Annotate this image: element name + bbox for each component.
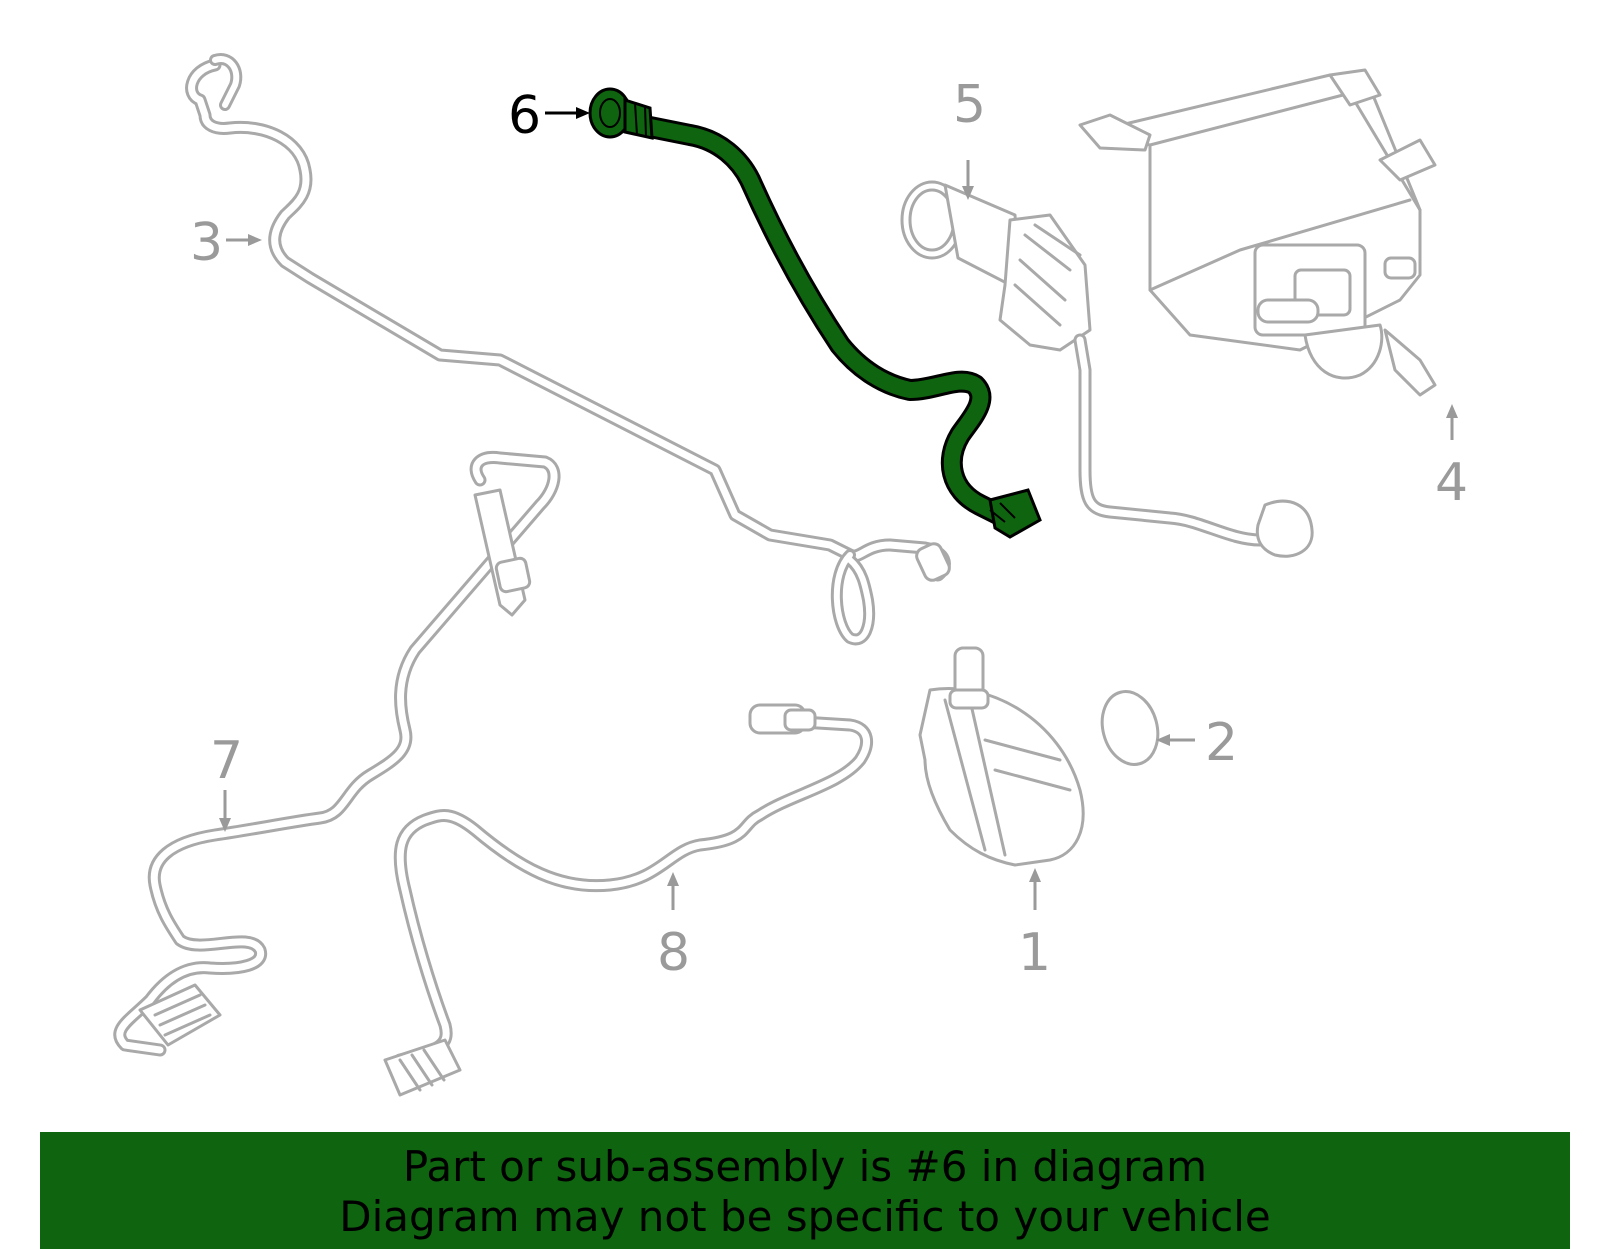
callout-8: 8 (657, 923, 690, 983)
callout-6: 6 (508, 86, 541, 146)
part-6-hose[interactable] (588, 87, 1042, 539)
callout-5: 5 (953, 75, 986, 135)
callout-3: 3 (190, 213, 223, 273)
part-8-sensor[interactable] (383, 703, 873, 1097)
part-4-canister[interactable] (1078, 68, 1437, 397)
callout-7: 7 (210, 731, 243, 791)
callout-arrows (219, 107, 1458, 910)
part-5-valve[interactable] (900, 180, 1314, 558)
callout-1: 1 (1018, 923, 1051, 983)
callout-2: 2 (1205, 713, 1238, 773)
part-2-oring[interactable] (1094, 685, 1165, 770)
part-1-pump[interactable] (918, 646, 1085, 867)
part-7-sensor[interactable] (113, 450, 561, 1057)
part-3-tube[interactable] (185, 53, 952, 646)
callout-4: 4 (1435, 453, 1468, 513)
banner-line-1: Part or sub-assembly is #6 in diagram (402, 1142, 1208, 1191)
banner-line-2: Diagram may not be specific to your vehi… (339, 1192, 1271, 1241)
info-banner: Part or sub-assembly is #6 in diagram Di… (40, 1132, 1570, 1249)
